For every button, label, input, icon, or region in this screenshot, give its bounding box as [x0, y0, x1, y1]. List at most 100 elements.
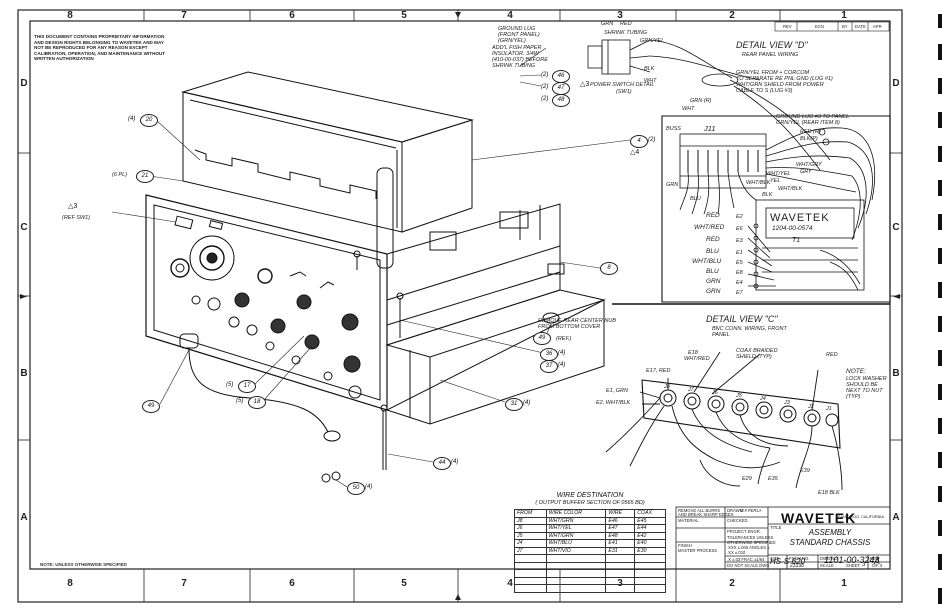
table-cell: WHT/GRN — [545, 516, 607, 525]
rev-header: ECN — [815, 24, 824, 29]
scan-mark — [938, 248, 942, 264]
item-qty-17: (5) — [226, 382, 234, 388]
wire-destination-table: FROM WIRE COLOR WIRE COAX J8 WHT/GRN E46… — [514, 509, 666, 593]
item-balloon-49: 49 — [142, 400, 160, 413]
scan-mark — [938, 418, 942, 434]
bottom-note: NOTE: UNLESS OTHERWISE SPECIFIED — [40, 562, 127, 567]
detail-c-note-line: LOCK WASHER — [846, 376, 887, 382]
tb-drawn-by: M.F.PERLA — [740, 508, 762, 513]
table-cell: WHT/YEL — [545, 524, 607, 533]
power-switch-title: POWER SWITCH DETAIL — [590, 82, 655, 88]
table-row: J6 WHT/YEL E47 E44 — [514, 524, 666, 533]
table-row: J8 WHT/GRN E46 E45 — [514, 516, 666, 525]
scan-mark — [938, 316, 942, 332]
detail-c-e2: E2, WHT/BLK — [596, 400, 631, 406]
proprietary-note: THIS DOCUMENT CONTAINS PROPRIETARY INFOR… — [34, 34, 166, 62]
zone-col-8-top: 8 — [67, 10, 73, 21]
tb-project-engr: PROJECT ENGR. — [727, 529, 761, 534]
detail-d-note1-line-1: GRN/YEL FROM + CORCOM — [736, 70, 810, 76]
detail-c-subtitle-1: BNC CONN. WIRING, FRONT — [712, 326, 787, 332]
detail-d-buss: BUSS — [666, 126, 681, 132]
tb-tolerance-line: TOLERANCES UNLESS — [727, 535, 774, 540]
item-qty-37: (4) — [558, 362, 566, 368]
drawing-number: 1101-00-3243 — [824, 555, 880, 565]
tb-scale-label: SCALE — [820, 563, 834, 568]
table-row-blank — [514, 554, 666, 563]
power-switch-sw1: (SW1) — [616, 89, 632, 95]
tb-tolerance-line: .X ±.03 FRAC ±1/64 — [727, 557, 765, 562]
table-cell: E42 — [634, 531, 666, 540]
ground-lug-line-2: (FRONT PANEL) — [498, 32, 540, 38]
zone-col-6-top: 6 — [289, 10, 295, 21]
ref-sw1-label: (REF SW1) — [62, 215, 91, 221]
drawing-code: 23338 — [790, 563, 804, 569]
table-cell: E31 — [605, 546, 636, 555]
tb-finish-label: FINISH — [678, 543, 692, 548]
detail-d-j11: J11 — [704, 124, 716, 133]
drawing-title-line-2: STANDARD CHASSIS — [789, 538, 871, 547]
table-cell: WHT/GRN — [545, 531, 607, 540]
detail-c-red: RED — [826, 352, 838, 358]
zone-col-2-top: 2 — [729, 10, 735, 21]
detail-d-pin: E2 — [736, 214, 743, 220]
zone-row-c-left: C — [20, 222, 28, 233]
detail-d-wire-label: RED — [706, 236, 720, 243]
table-cell: E47 — [605, 524, 636, 533]
table-row: J4 WHT/BLU E41 E40 — [514, 539, 666, 548]
table-row-blank — [514, 561, 666, 570]
detail-c-note-title: NOTE: — [846, 368, 866, 375]
item-balloon-37: 37 — [540, 360, 558, 373]
scan-mark — [938, 384, 942, 400]
detail-d-wht-gry: WHT/GRY — [796, 162, 822, 168]
zone-row-c-right: C — [892, 222, 900, 233]
detail-d-pin: E1 — [736, 250, 743, 256]
detail-c-note-line: SHOULD BE — [846, 382, 878, 388]
blk-label: BLK — [644, 66, 655, 72]
fish-paper-line-3: (410-00-037) BEFORE — [492, 57, 548, 63]
scan-mark — [938, 282, 942, 298]
tb-drawn-label: DRAWN — [727, 508, 743, 513]
detail-d-note1-line-2: TO SEPARATE RE PNL GND (LUG #1) — [736, 76, 833, 82]
scan-mark — [938, 486, 942, 502]
detail-d-wire-label: GRN — [706, 278, 721, 285]
detail-c-e18-blk: E18 BLK — [818, 490, 840, 496]
ground-lug-line-3: (GRN/YEL) — [498, 38, 526, 44]
zone-col-4-top: 4 — [507, 10, 513, 21]
detail-c-title: DETAIL VIEW "C" — [706, 314, 778, 324]
detail-c-jack-label: J2 — [808, 404, 814, 410]
detail-d-pin: E3 — [736, 238, 743, 244]
zone-row-b-left: B — [20, 368, 28, 379]
detail-c-jack-label: J7 — [688, 387, 694, 393]
detail-d-pin: E7 — [736, 290, 743, 296]
six-pl-label: (6 PL) — [112, 172, 127, 178]
rev-header: REV — [783, 24, 792, 29]
table-cell: J7 — [514, 546, 547, 555]
detail-c-drawing — [605, 351, 843, 491]
detail-d-wire-label: WHT/RED — [694, 224, 725, 231]
item-qty-31: (4) — [523, 400, 531, 406]
flag-note-3-triangle: △3 — [68, 203, 78, 210]
zone-col-6-bottom: 6 — [289, 578, 295, 589]
scan-mark — [938, 554, 942, 570]
transformer-ref: T1 — [792, 237, 801, 244]
detail-d-wire-label: WHT/BLU — [692, 258, 722, 265]
drawing-title-line-1: ASSEMBLY — [808, 528, 852, 537]
item-qty-46: (2) — [541, 72, 549, 78]
detail-c-jack-label: J5 — [736, 393, 742, 399]
wire-destination-subtitle: ( OUTPUT BUFFER SECTION OF 0565 BD) — [535, 500, 645, 506]
detail-d-wire-label: GRN — [706, 288, 721, 295]
detail-d-pin: E4 — [736, 280, 743, 286]
item-balloon-46: 46 — [552, 70, 570, 83]
table-cell: E40 — [634, 539, 666, 548]
detail-d-wht-blk-2: WHT/BLK — [778, 186, 803, 192]
tb-sheet-label: SHEET — [846, 563, 860, 568]
detail-d-red-r: RED (R) — [800, 129, 821, 135]
zone-row-a-left: A — [20, 512, 28, 523]
item-qty-48: (2) — [541, 96, 549, 102]
detail-d-wire-label: BLU — [706, 248, 719, 255]
scan-mark — [938, 180, 942, 196]
item-qty-44: (4) — [451, 459, 459, 465]
scan-mark — [938, 78, 942, 94]
tb-tolerance-line: .XXX ±.005 ANGLES ± — [727, 545, 770, 550]
zone-row-a-right: A — [892, 512, 900, 523]
